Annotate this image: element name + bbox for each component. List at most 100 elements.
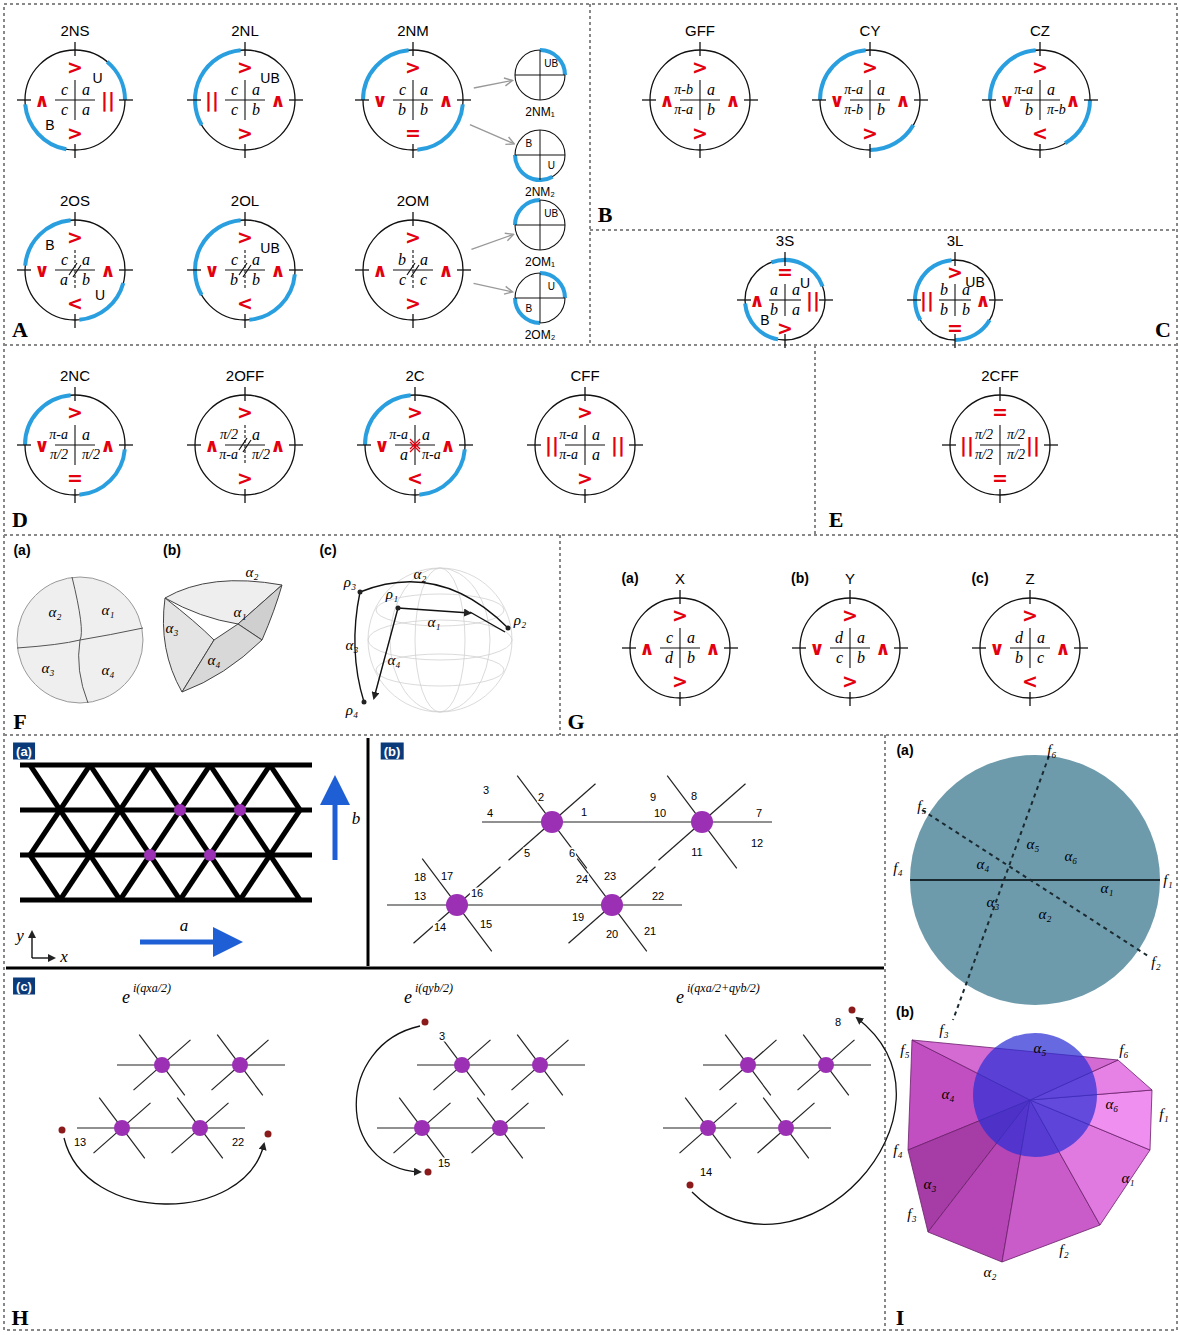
- angle-label: π-a: [1014, 83, 1033, 97]
- angle-label: π-b: [844, 103, 863, 117]
- subfigure-tag: (a): [13, 743, 35, 760]
- edge-symbol: ∨: [204, 261, 219, 280]
- angle-label: c: [61, 102, 68, 118]
- angle-label: a: [422, 427, 430, 443]
- edge-symbol: >: [777, 319, 793, 338]
- edge-symbol: ∧: [639, 639, 654, 658]
- bond-number: 17: [440, 871, 454, 882]
- panel-letter: G: [567, 711, 584, 733]
- angle-label: a: [857, 630, 865, 646]
- angle-label: a: [82, 102, 90, 118]
- angle-label: a: [877, 82, 885, 98]
- bond-number: 22: [231, 1137, 245, 1148]
- site-dot: [59, 1007, 856, 1189]
- angle-label: a: [792, 302, 800, 318]
- angle-label: π/2: [220, 428, 238, 442]
- bond-number: 2: [537, 792, 545, 803]
- edge-symbol: >: [577, 403, 593, 422]
- translation-arrow: [64, 1018, 896, 1224]
- angle-label: a: [400, 447, 408, 463]
- reduction-arrow: [474, 283, 512, 291]
- edge-symbol: >: [67, 58, 83, 77]
- math-label: α₅: [1033, 1041, 1046, 1056]
- diagram-title: CY: [860, 23, 881, 38]
- angle-label: b: [857, 650, 865, 666]
- reduction-arrow: [470, 125, 513, 144]
- lattice: [20, 765, 312, 900]
- vertex-circle: 2NC>∧=∨π-aaπ/2π/2: [1, 361, 149, 511]
- edge-symbol: ||: [960, 436, 974, 455]
- region-label: α₅: [1026, 837, 1039, 852]
- node-outline: [1, 16, 149, 166]
- bond-number: 24: [575, 874, 589, 885]
- angle-label: π-a: [422, 448, 441, 462]
- angle-label: b: [420, 102, 428, 118]
- bond-number: 14: [699, 1167, 713, 1178]
- panel-letter: E: [829, 509, 844, 531]
- lattice-vector: [140, 790, 335, 942]
- region-label: α₁: [1100, 881, 1113, 896]
- node-outline: [776, 564, 924, 714]
- angle-label: a: [792, 282, 800, 298]
- bond-number: 13: [413, 891, 427, 902]
- edge-symbol: ∧: [875, 639, 890, 658]
- edge-symbol: ∧: [1055, 639, 1070, 658]
- edge-symbol: >: [947, 263, 963, 282]
- edge-symbol: =: [405, 124, 421, 143]
- vertex-circle: Z>∧<∨dabc: [956, 564, 1104, 714]
- edge-symbol: >: [237, 58, 253, 77]
- angle-label: c: [666, 630, 673, 646]
- edge-symbol: ∨: [999, 91, 1014, 110]
- vertex-circle: CFF>||>||π-aaπ-aa: [511, 361, 659, 511]
- region-label: U: [548, 282, 555, 292]
- angle-label: d: [835, 630, 843, 646]
- angle-label: a: [707, 82, 715, 98]
- vertex-circle: 2OS>∧<∨caabBU: [1, 186, 149, 336]
- math-label: f₂: [1059, 1243, 1068, 1258]
- edge-symbol: >: [692, 124, 708, 143]
- node-outline: [339, 16, 487, 166]
- vertex-circle: 2OM>∧>∧bacc: [339, 186, 487, 336]
- edge-symbol: ∧: [1065, 91, 1080, 110]
- edge-symbol: >: [237, 228, 253, 247]
- bond-number: 21: [643, 926, 657, 937]
- math-label: f₁: [1163, 873, 1172, 888]
- vertex-circle: 2NM>∧=∨cabb: [339, 16, 487, 166]
- diagram-title: Z: [1025, 571, 1034, 586]
- diagram-title: 2NM: [397, 23, 429, 38]
- edge-symbol: ∧: [749, 291, 764, 310]
- angle-label: π/2: [975, 448, 993, 462]
- node-outline: [339, 186, 487, 336]
- edge-symbol: ||: [920, 291, 934, 310]
- angle-label: b: [687, 650, 695, 666]
- edge-symbol: ||: [101, 91, 115, 110]
- region-label: UB: [260, 241, 279, 255]
- polyhedral-cone: [908, 1033, 1152, 1262]
- region-label: B: [45, 238, 54, 252]
- edge-symbol: =: [992, 403, 1008, 422]
- vertex-circle: GFF>∧>∧π-baπ-ab: [626, 16, 774, 166]
- math-label: α₁: [427, 615, 440, 630]
- angle-label: π/2: [1007, 428, 1025, 442]
- edge-symbol: ∧: [204, 436, 219, 455]
- bond-number: 22: [651, 891, 665, 902]
- node-outline: [1, 361, 149, 511]
- edge-symbol: >: [405, 228, 421, 247]
- math-label: α₄: [207, 653, 220, 668]
- diagram-title: GFF: [685, 23, 715, 38]
- edge-symbol: =: [777, 263, 793, 282]
- diagram-title: 2NM₂: [525, 186, 555, 198]
- bond-number: 13: [73, 1137, 87, 1148]
- bond-number: 11: [690, 847, 703, 858]
- fan-disk: α₁α₂α₃α₄α₅α₆: [900, 730, 1170, 1040]
- angle-label: b: [940, 282, 948, 298]
- region-label: α₂: [1038, 907, 1051, 922]
- edge-symbol: ∧: [975, 291, 990, 310]
- node-outline: [171, 186, 319, 336]
- geodesic-arcs: [355, 582, 508, 702]
- sub-circle: 2OM₂UB: [503, 263, 577, 347]
- bond-number: 20: [605, 929, 619, 940]
- bond-number: 15: [437, 1158, 451, 1169]
- angle-label: c: [231, 82, 238, 98]
- angle-label: b: [252, 272, 260, 288]
